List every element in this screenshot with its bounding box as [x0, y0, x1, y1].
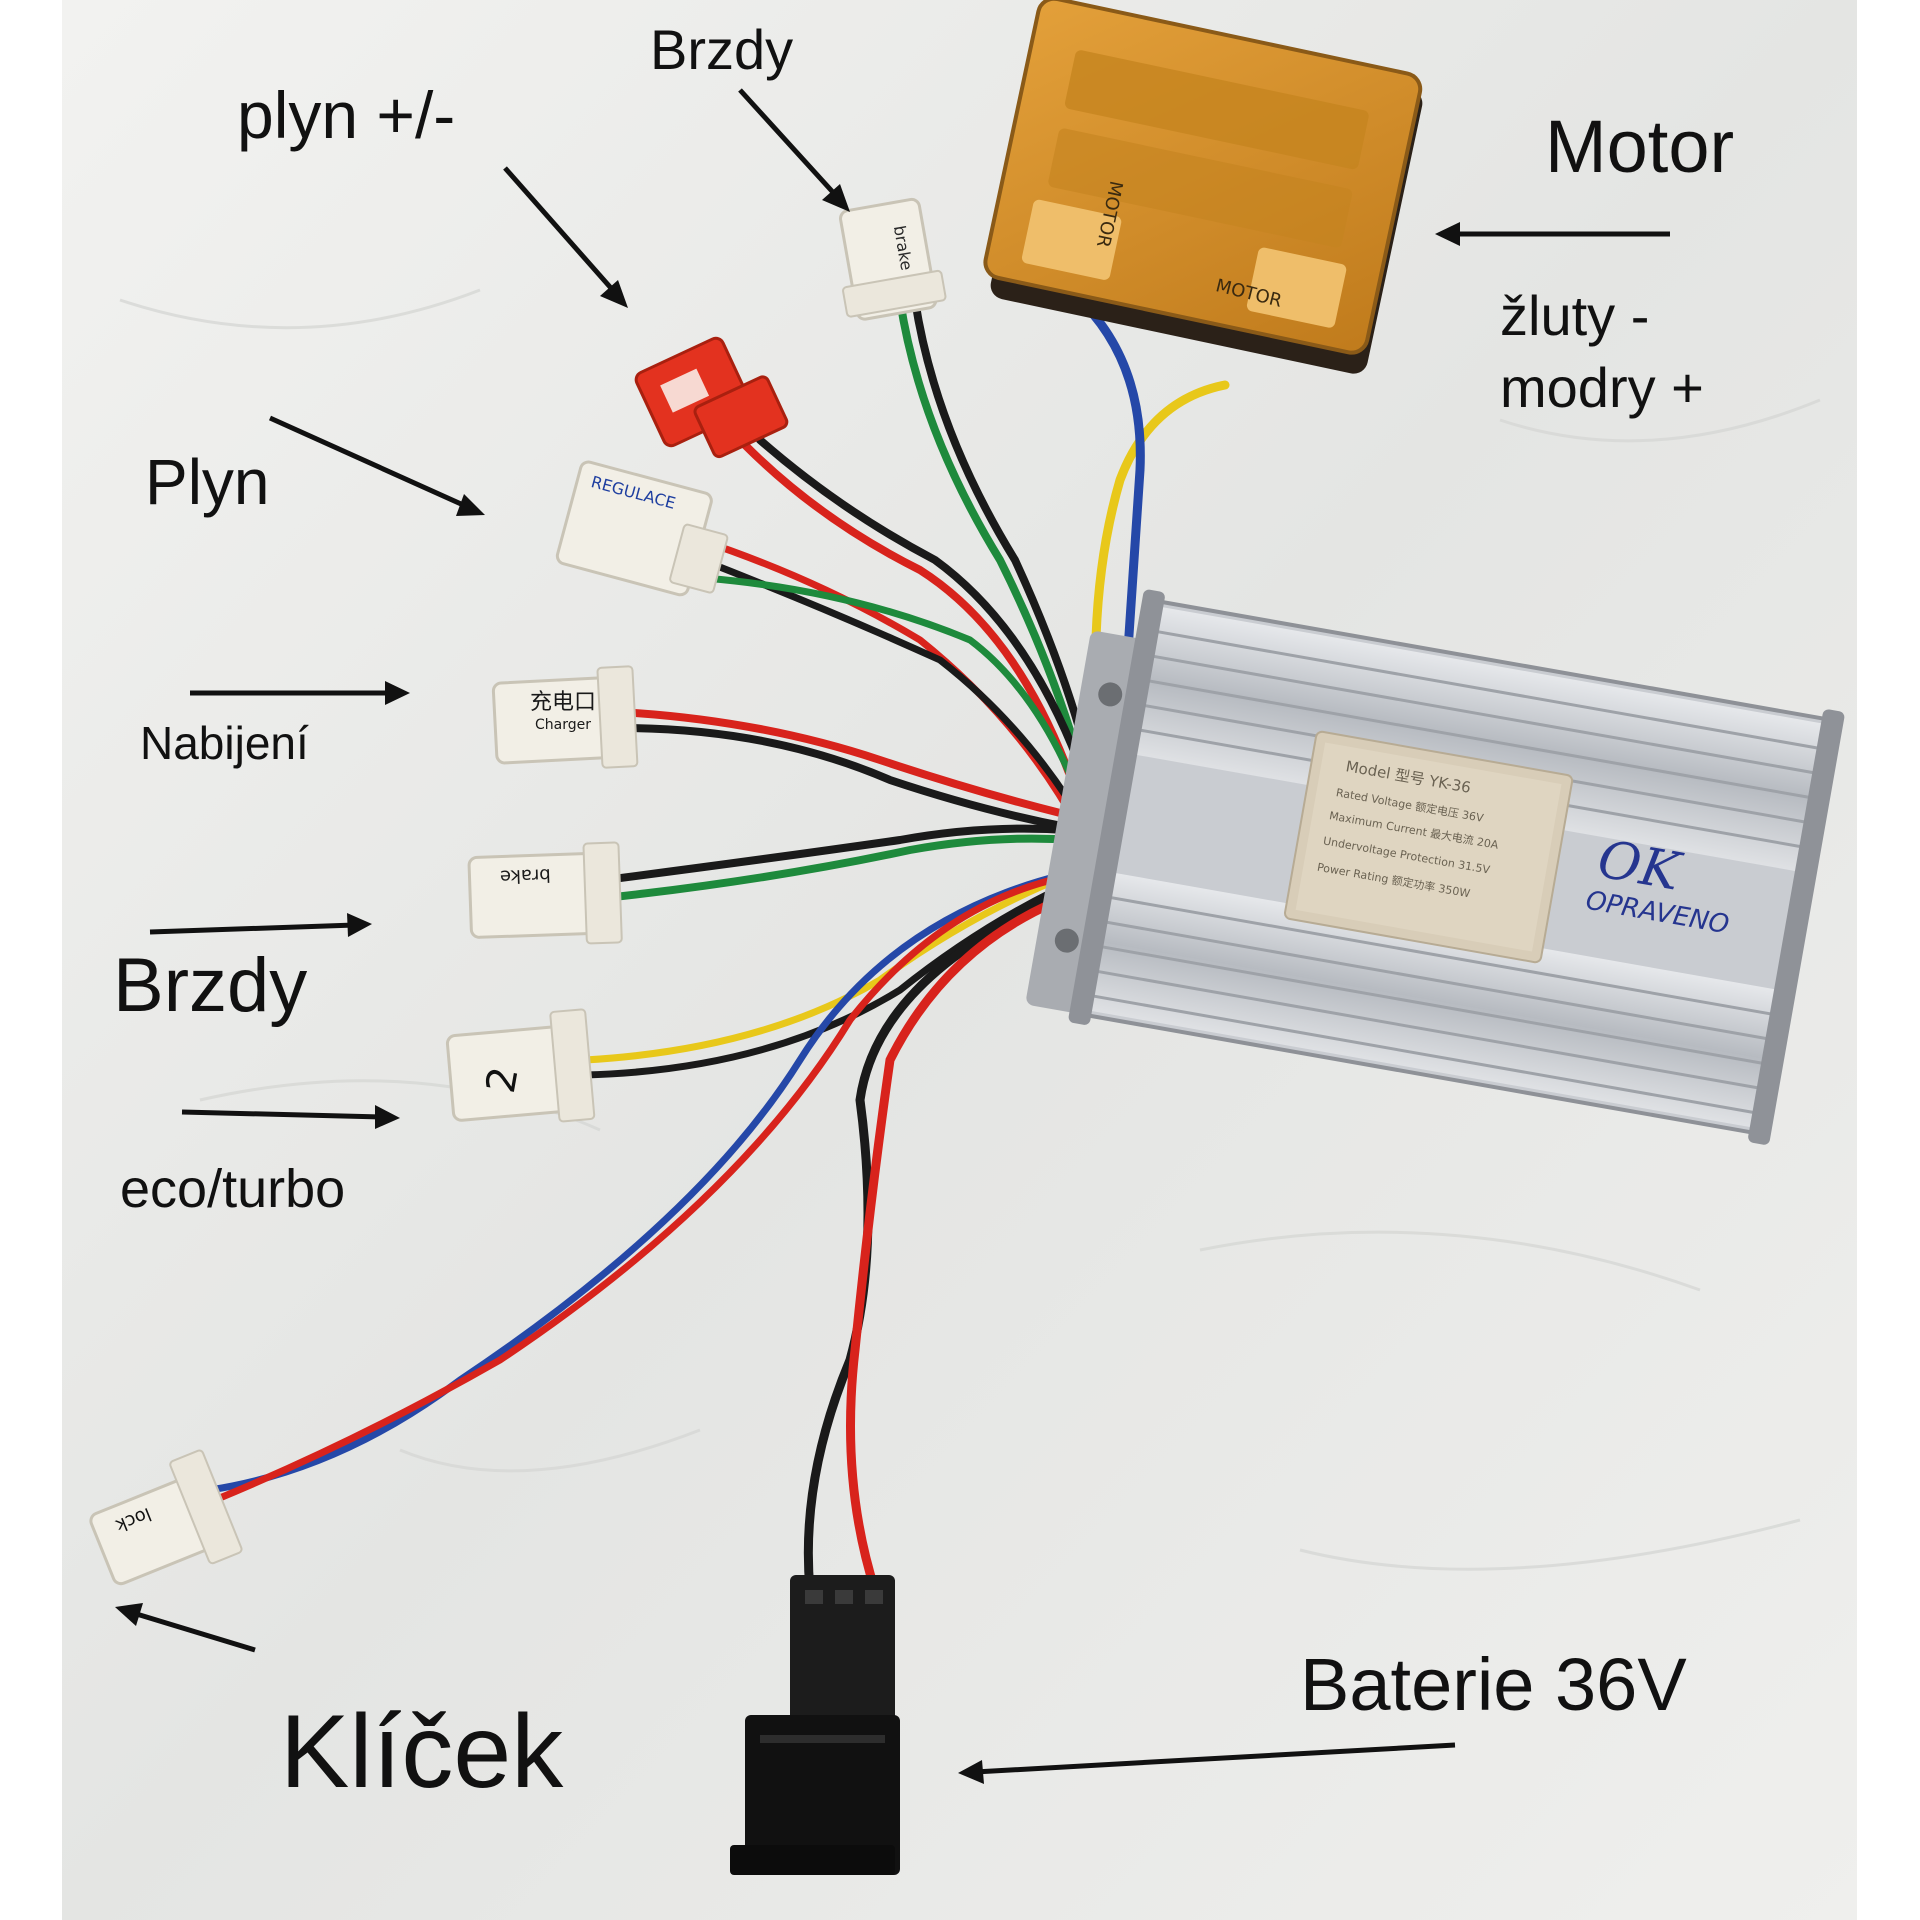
wire-key-red: [211, 866, 1119, 1504]
label-brzdy-left: Brzdy: [113, 943, 308, 1028]
wire-brake-top-green: [896, 296, 1094, 804]
wire-eco-yellow: [581, 856, 1114, 1064]
wire-eco-black: [581, 861, 1116, 1079]
connector-throttle: [555, 460, 729, 597]
wire-brake-left-green: [601, 834, 1122, 902]
paper-creases: [119, 288, 1821, 1571]
label-motor-note-2: modry +: [1500, 356, 1704, 419]
connector-eco-turbo: [445, 1008, 596, 1123]
arrow-plyn-pm: [503, 166, 628, 308]
connector-charger: [491, 665, 639, 769]
label-plyn-plus-minus: plyn +/-: [237, 78, 456, 152]
arrow-baterie: [958, 1742, 1456, 1784]
connector-brake-top: [839, 197, 947, 321]
left-margin: [0, 0, 62, 1920]
label-brzdy-top: Brzdy: [650, 18, 794, 81]
motor-plug: [983, 0, 1423, 374]
wire-battery-red: [846, 875, 1125, 1595]
right-margin: [1857, 0, 1920, 1920]
wire-key-blue: [206, 861, 1114, 1494]
label-baterie-36v: Baterie 36V: [1300, 1643, 1687, 1726]
wire-charger-red: [616, 708, 1114, 829]
housing-fins-bottom: [1080, 871, 1784, 1129]
wire-charger-black: [616, 724, 1119, 839]
label-motor-note-1: žluty -: [1500, 284, 1650, 347]
label-klicek: Klíček: [280, 1694, 564, 1810]
housing-end-cap-right: [1748, 709, 1845, 1145]
wire-harness: [206, 290, 1230, 1595]
arrow-brzdy-top: [738, 88, 850, 212]
connector-red: [634, 336, 789, 459]
label-plyn: Plyn: [145, 446, 270, 518]
charger-en-text: Charger: [535, 717, 591, 733]
arrow-nabijeni: [190, 681, 410, 705]
connector-brake-left: [467, 841, 623, 945]
wire-throttle-black: [698, 556, 1094, 839]
annotation-arrows: [115, 88, 1670, 1784]
label-nabijeni: Nabijení: [140, 717, 309, 769]
arrow-plyn: [268, 415, 485, 516]
charger-cn-text: 充电口: [530, 690, 597, 715]
arrow-motor: [1435, 222, 1670, 246]
wire-red-conn-black: [756, 436, 1104, 829]
housing-end-cap-left: [1068, 589, 1165, 1025]
wire-red-conn-red: [741, 441, 1089, 824]
battery-connector: [730, 1575, 900, 1875]
label-motor: Motor: [1545, 105, 1735, 188]
arrow-klicek: [115, 1603, 256, 1653]
controller-housing: [1026, 589, 1845, 1145]
wire-throttle-green: [700, 574, 1099, 844]
connector-key-lock: [89, 1449, 243, 1586]
label-eco-turbo: eco/turbo: [120, 1159, 346, 1219]
arrow-brzdy-left: [149, 913, 372, 937]
wire-brake-left-black: [601, 824, 1119, 884]
wire-throttle-red: [696, 536, 1084, 834]
brake-left-text: brake: [499, 864, 552, 887]
arrow-eco-turbo: [181, 1105, 400, 1129]
